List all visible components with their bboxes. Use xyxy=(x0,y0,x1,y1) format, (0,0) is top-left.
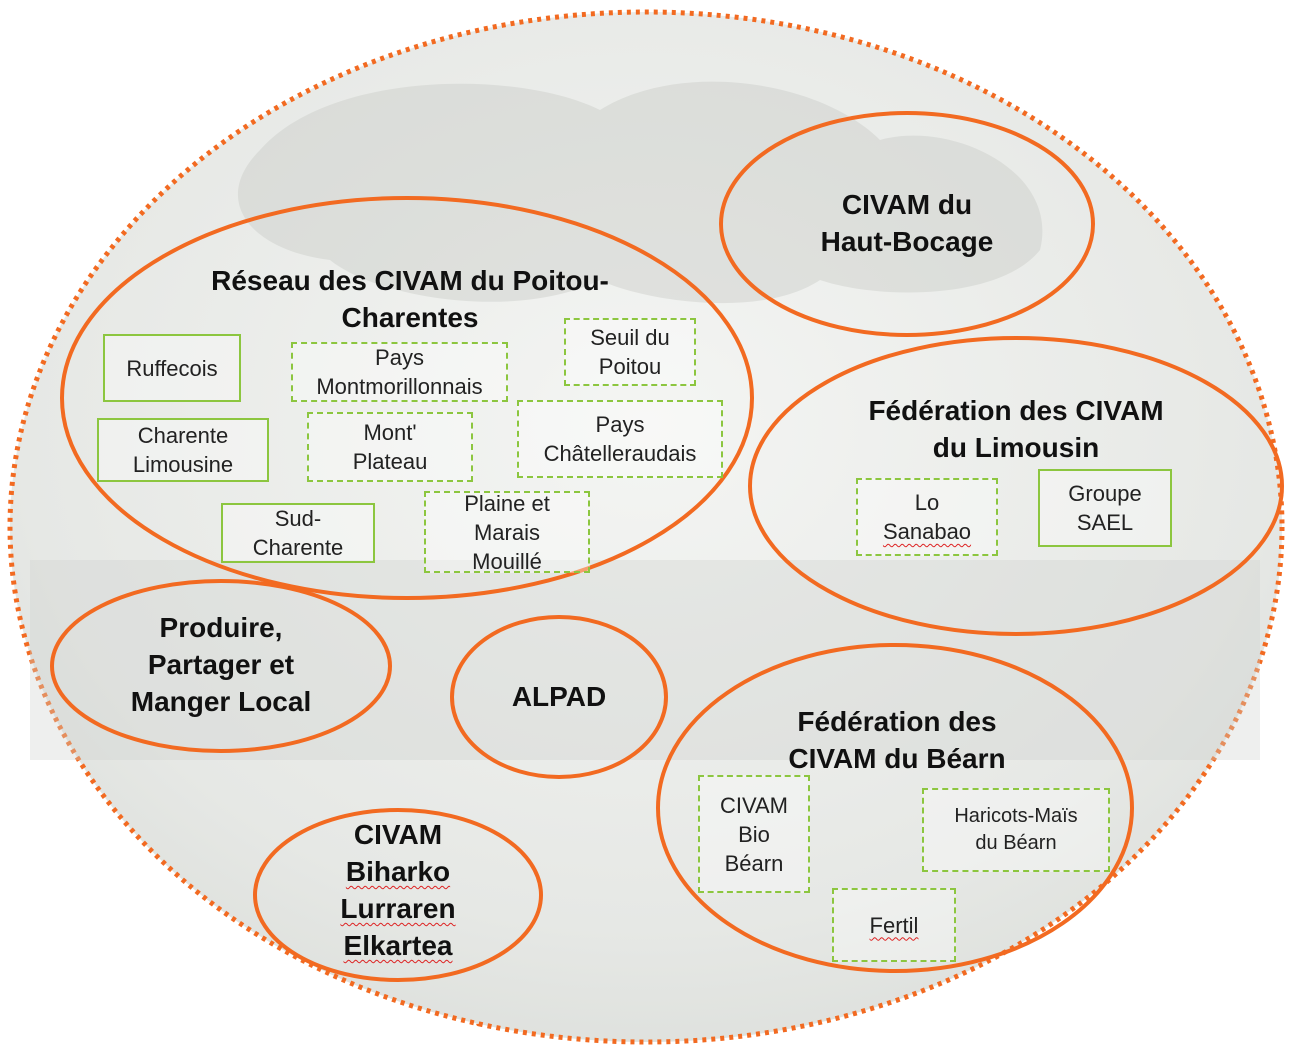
ellipse-haut-bocage xyxy=(719,111,1095,337)
member-groupe-sael: Groupe SAEL xyxy=(1038,469,1172,547)
limousin-title-line2: du Limousin xyxy=(932,432,1100,463)
limousin-title: Fédération des CIVAM du Limousin xyxy=(816,392,1216,466)
bearn-title: Fédération des CIVAM du Béarn xyxy=(747,703,1047,777)
member-lo-sanabao-line1: Lo xyxy=(914,490,940,515)
biharko-title: CIVAM Biharko Lurraren Elkartea xyxy=(298,816,498,964)
member-fertil-label: Fertil xyxy=(869,912,919,938)
member-lo-sanabao-line2: Sanabao xyxy=(882,519,972,544)
biharko-title-line1: CIVAM xyxy=(353,819,443,850)
member-chatelleraudais-label: Pays Châtelleraudais xyxy=(543,412,697,466)
ellipse-bearn xyxy=(656,643,1134,973)
ellipse-limousin xyxy=(748,336,1284,636)
biharko-title-line2: Biharko xyxy=(345,856,451,887)
haut-bocage-title-line2: Haut-Bocage xyxy=(820,226,994,257)
ppml-title: Produire, Partager et Manger Local xyxy=(91,609,351,720)
ellipse-biharko xyxy=(253,808,543,982)
poitou-title-line1: Réseau des CIVAM du Poitou- xyxy=(211,265,609,296)
poitou-title: Réseau des CIVAM du Poitou- Charentes xyxy=(150,262,670,336)
biharko-title-line4: Elkartea xyxy=(343,930,453,961)
outer-network-boundary xyxy=(7,9,1285,1045)
member-plaine-marais-label: Plaine et Marais Mouillé xyxy=(464,490,550,574)
member-montmorillonnais: Pays Montmorillonnais xyxy=(291,342,508,402)
poitou-title-line2: Charentes xyxy=(341,302,479,333)
member-civam-bio-bearn-label: CIVAM Bio Béarn xyxy=(719,792,789,876)
member-fertil: Fertil xyxy=(832,888,956,962)
member-haricots-mais-label: Haricots-Maïs du Béarn xyxy=(954,805,1078,854)
member-sud-charente: Sud- Charente xyxy=(221,503,375,563)
member-seuil-poitou: Seuil du Poitou xyxy=(564,318,696,386)
member-chatelleraudais: Pays Châtelleraudais xyxy=(517,400,723,478)
tree-silhouette xyxy=(237,81,1043,304)
haut-bocage-title-line1: CIVAM du xyxy=(841,189,973,220)
member-charente-limousine-label: Charente Limousine xyxy=(132,423,234,477)
alpad-title-text: ALPAD xyxy=(511,681,607,712)
member-montmorillonnais-label: Pays Montmorillonnais xyxy=(316,345,483,399)
member-lo-sanabao: Lo Sanabao xyxy=(856,478,998,556)
ppml-title-line1: Produire, xyxy=(159,612,283,643)
member-groupe-sael-label: Groupe SAEL xyxy=(1068,481,1142,535)
member-sud-charente-label: Sud- Charente xyxy=(252,506,344,560)
bearn-title-line1: Fédération des xyxy=(797,706,997,737)
ellipse-alpad xyxy=(450,615,668,779)
member-charente-limousine: Charente Limousine xyxy=(97,418,269,482)
member-plaine-marais: Plaine et Marais Mouillé xyxy=(424,490,590,574)
haut-bocage-title: CIVAM du Haut-Bocage xyxy=(757,186,1057,260)
limousin-title-line1: Fédération des CIVAM xyxy=(868,395,1164,426)
ellipse-poitou xyxy=(60,196,754,600)
ppml-title-line3: Manger Local xyxy=(130,686,312,717)
ellipse-ppml xyxy=(50,579,392,753)
member-ruffecois-label: Ruffecois xyxy=(126,355,218,381)
ppml-title-line2: Partager et xyxy=(147,649,295,680)
member-civam-bio-bearn: CIVAM Bio Béarn xyxy=(698,775,810,893)
member-seuil-poitou-label: Seuil du Poitou xyxy=(590,325,670,379)
alpad-title: ALPAD xyxy=(479,678,639,715)
member-haricots-mais: Haricots-Maïs du Béarn xyxy=(922,788,1110,872)
member-mont-plateau: Mont' Plateau xyxy=(307,412,473,482)
member-mont-plateau-label: Mont' Plateau xyxy=(352,420,428,474)
bearn-title-line2: CIVAM du Béarn xyxy=(788,743,1006,774)
field-band xyxy=(30,560,1260,760)
member-ruffecois: Ruffecois xyxy=(103,334,241,402)
biharko-title-line3: Lurraren xyxy=(340,893,456,924)
